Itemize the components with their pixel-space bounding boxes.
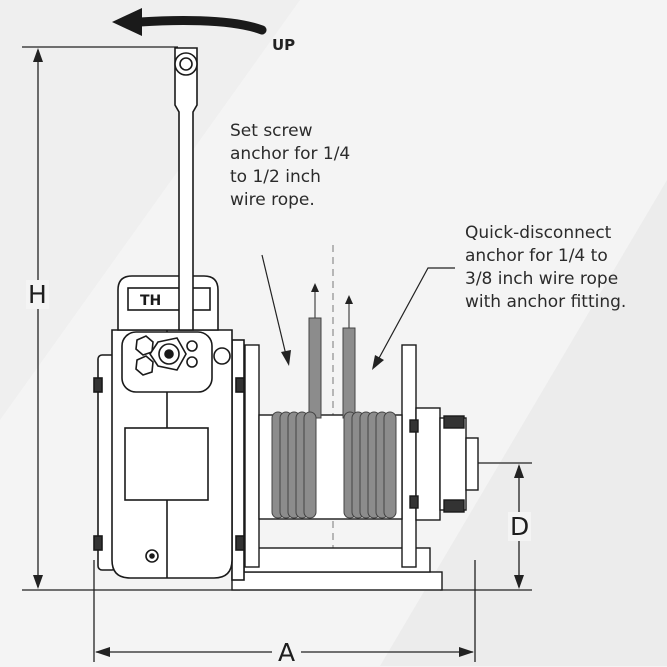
crank-handle	[174, 47, 198, 331]
handle-hub	[121, 331, 231, 393]
height-dimension-label: H	[26, 280, 49, 309]
rotation-direction-label: UP	[272, 36, 296, 54]
rope-anchor-arrows	[311, 283, 353, 328]
drum-height-dimension-label: D	[508, 512, 532, 541]
set-screw-leader	[261, 254, 291, 366]
brake-cap: TH	[117, 275, 219, 331]
brand-logo: TH	[140, 293, 161, 309]
wire-rope	[308, 317, 356, 419]
rotation-arrow-icon	[112, 8, 267, 36]
drum-height-dimension-line	[440, 462, 532, 591]
quick-disconnect-anchor-label: Quick-disconnect anchor for 1/4 to 3/8 i…	[465, 223, 627, 312]
base-plate	[231, 547, 443, 591]
quick-disconnect-leader	[372, 267, 455, 370]
rope-coils	[271, 411, 397, 519]
width-dimension-label: A	[272, 638, 302, 667]
rope-coil	[303, 411, 317, 519]
set-screw-anchor-label: Set screw anchor for 1/4 to 1/2 inch wir…	[230, 121, 351, 210]
rope-coil	[383, 411, 397, 519]
gear-housing	[409, 407, 479, 521]
height-dimension-line	[22, 46, 240, 591]
